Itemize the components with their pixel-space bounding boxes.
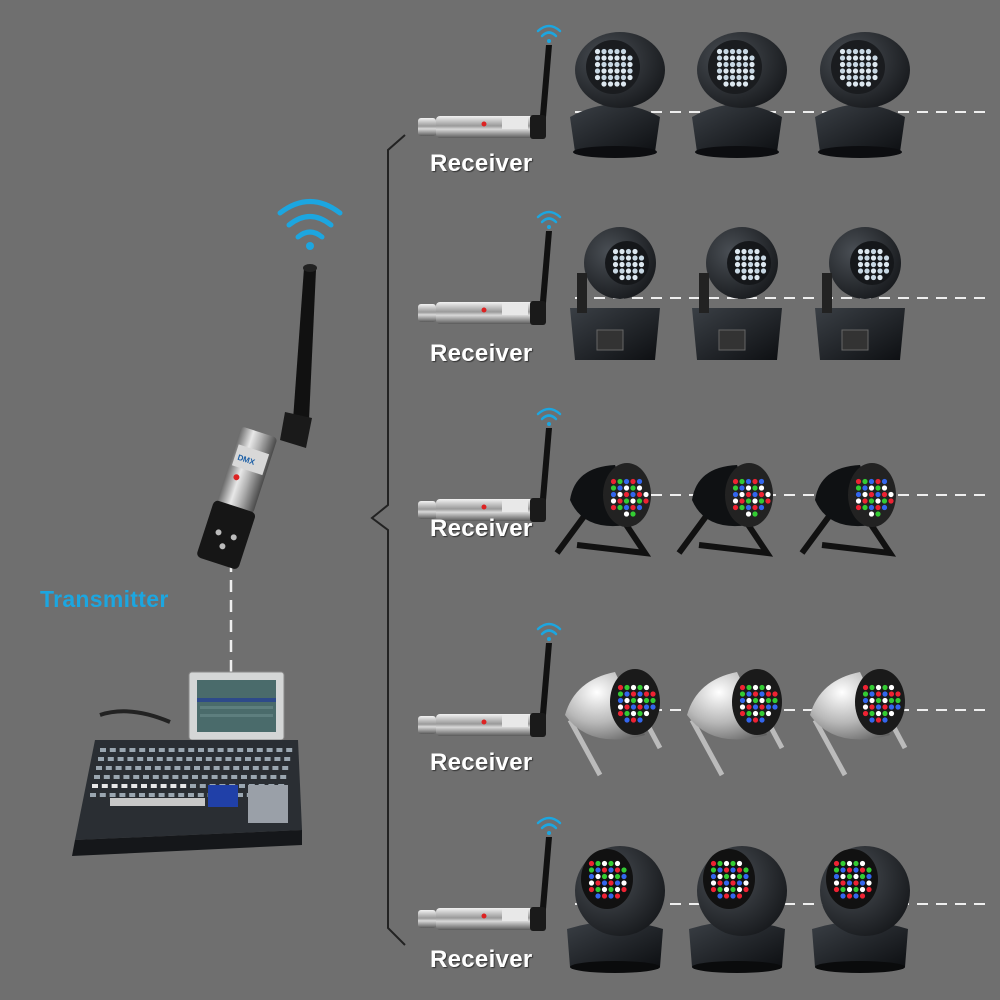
moving-head-wash-fixture: [570, 32, 665, 158]
receiver-label: Receiver: [430, 749, 533, 776]
receiver-label: Receiver: [430, 340, 533, 367]
receiver-label: Receiver: [430, 150, 533, 177]
receiver-row: [418, 24, 910, 158]
receiver-label: Receiver: [430, 946, 533, 973]
receiver-row: [418, 816, 910, 973]
par-can-silver-fixture: [687, 669, 785, 777]
wifi-signal-icon: [536, 210, 562, 229]
console-monitor: [188, 671, 285, 741]
par-can-black-fixture: [676, 463, 774, 557]
receiver-device: [418, 210, 562, 325]
par-can-black-fixture: [799, 463, 897, 557]
moving-head-mini-fixture: [815, 227, 905, 360]
moving-head-mini-fixture: [692, 227, 782, 360]
moving-head-wash-fixture: [692, 32, 787, 158]
wifi-signal-icon: [536, 24, 562, 43]
moving-head-ball-fixture: [812, 846, 910, 973]
receiver-row: [418, 622, 908, 777]
moving-head-mini-fixture: [570, 227, 660, 360]
par-can-silver-fixture: [565, 669, 663, 777]
wifi-signal-icon: [536, 407, 562, 426]
receiver-device: [418, 622, 562, 737]
moving-head-ball-fixture: [689, 846, 787, 973]
fixture-links: [575, 111, 990, 905]
lighting-console: [72, 671, 302, 856]
receiver-row: [418, 407, 897, 557]
receiver-label: Receiver: [430, 515, 533, 542]
transmitter-label: Transmitter: [40, 586, 169, 612]
transmitter-device: DMX: [197, 199, 343, 569]
receiver-row: [418, 210, 905, 360]
wifi-signal-icon: [536, 816, 562, 835]
par-can-black-fixture: [554, 463, 652, 557]
wifi-signal-icon: [536, 622, 562, 641]
receiver-device: [418, 407, 562, 522]
receiver-device: [418, 24, 562, 139]
receiver-device: [418, 816, 562, 931]
par-can-silver-fixture: [810, 669, 908, 777]
moving-head-wash-fixture: [815, 32, 910, 158]
moving-head-ball-fixture: [567, 846, 665, 973]
connection-bracket: [370, 134, 406, 946]
wifi-signal-icon: [277, 199, 343, 250]
